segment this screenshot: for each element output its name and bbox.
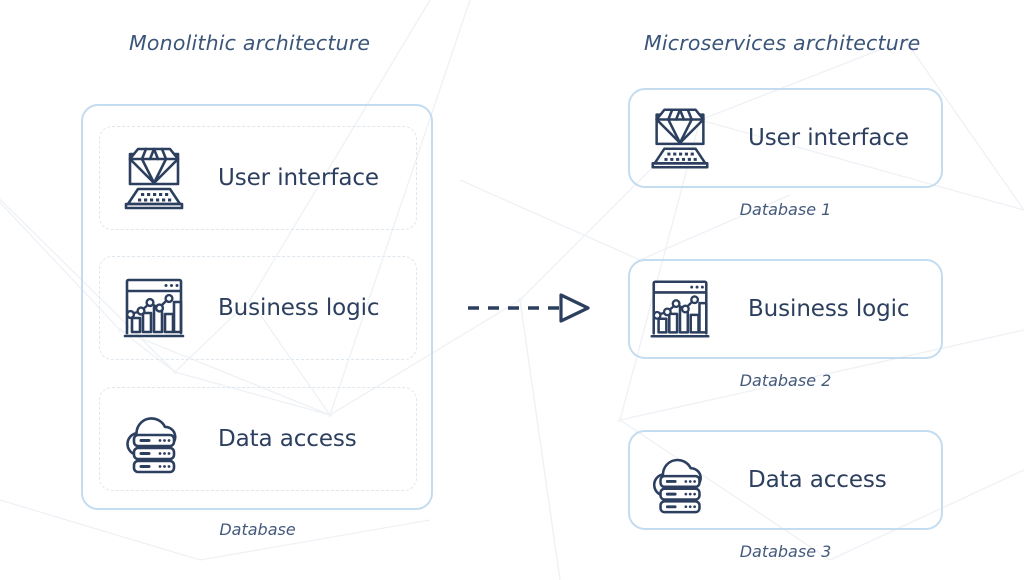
monolith-layer-label: User interface: [218, 165, 379, 191]
monolith-layer-data-access[interactable]: Data access: [99, 387, 417, 491]
microservice-label: Data access: [748, 467, 887, 493]
monolith-layer-business-logic[interactable]: Business logic: [99, 256, 417, 360]
browser-bar-chart-icon: [116, 270, 192, 346]
monolith-database-caption: Database: [219, 520, 296, 539]
dashed-arrow-right-icon: [466, 288, 592, 328]
cloud-database-icon: [643, 443, 717, 517]
monolith-layer-label: Data access: [218, 426, 357, 452]
microservice-card-business-logic[interactable]: Business logic: [628, 259, 943, 359]
microservices-architecture-title: Microservices architecture: [644, 31, 921, 55]
cloud-database-icon: [116, 401, 192, 477]
microservice-card-data-access[interactable]: Data access: [628, 430, 943, 530]
microservice-label: Business logic: [748, 296, 910, 322]
laptop-diamond-icon: [116, 140, 192, 216]
monolith-layer-user-interface[interactable]: User interface: [99, 126, 417, 230]
laptop-diamond-icon: [643, 101, 717, 175]
microservice-card-user-interface[interactable]: User interface: [628, 88, 943, 188]
microservice-label: User interface: [748, 125, 909, 151]
monolithic-architecture-title: Monolithic architecture: [129, 31, 371, 55]
microservice-database-caption: Database 2: [739, 371, 832, 390]
microservice-database-caption: Database 3: [739, 542, 832, 561]
microservice-database-caption: Database 1: [739, 200, 832, 219]
browser-bar-chart-icon: [643, 272, 717, 346]
monolith-layer-label: Business logic: [218, 295, 380, 321]
